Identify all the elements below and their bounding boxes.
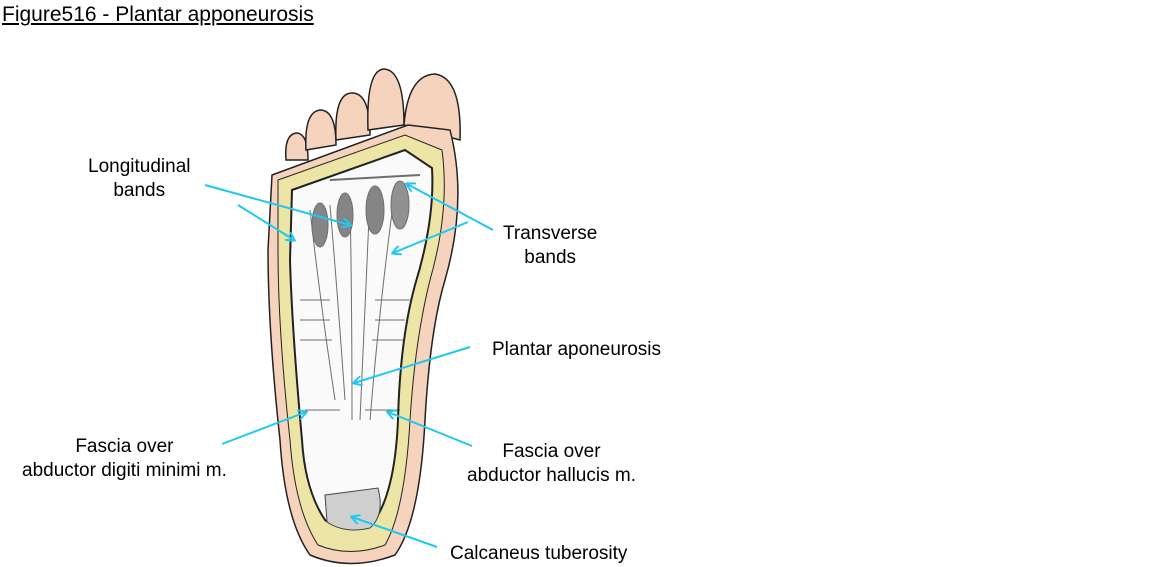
arrow-plantar (354, 346, 471, 383)
arrow-longitudinal-2 (237, 204, 294, 240)
label-calcaneus-tuberosity: Calcaneus tuberosity (450, 543, 628, 564)
label-longitudinal-bands: Longitudinal bands (88, 155, 190, 203)
calcaneus-tuberosity (324, 487, 381, 531)
label-line: Fascia over (502, 441, 601, 462)
label-line: Transverse (503, 223, 598, 244)
figure-title: Figure516 - Plantar apponeurosis (2, 3, 314, 26)
label-line: Fascia over (75, 436, 174, 457)
arrow-longitudinal-1 (204, 184, 350, 225)
label-line: bands (113, 180, 166, 201)
arrow-fascia-adm (221, 412, 306, 445)
label-line: abductor digiti minimi m. (22, 460, 227, 481)
label-fascia-adm: Fascia over abductor digiti minimi m. (22, 435, 227, 483)
label-line: Longitudinal (88, 156, 191, 177)
arrow-fascia-ah (388, 412, 473, 447)
arrow-calcaneus (352, 517, 438, 548)
label-plantar-aponeurosis: Plantar aponeurosis (492, 339, 661, 360)
label-fascia-ah: Fascia over abductor hallucis m. (467, 440, 636, 488)
label-transverse-bands: Transverse bands (503, 222, 597, 270)
muscle-hatching (300, 174, 421, 421)
label-line: abductor hallucis m. (467, 465, 636, 486)
label-line: bands (524, 247, 577, 268)
arrow-transverse-1 (407, 184, 494, 231)
toes (284, 68, 461, 161)
arrow-transverse-2 (393, 221, 469, 253)
pointer-arrows (204, 184, 494, 548)
